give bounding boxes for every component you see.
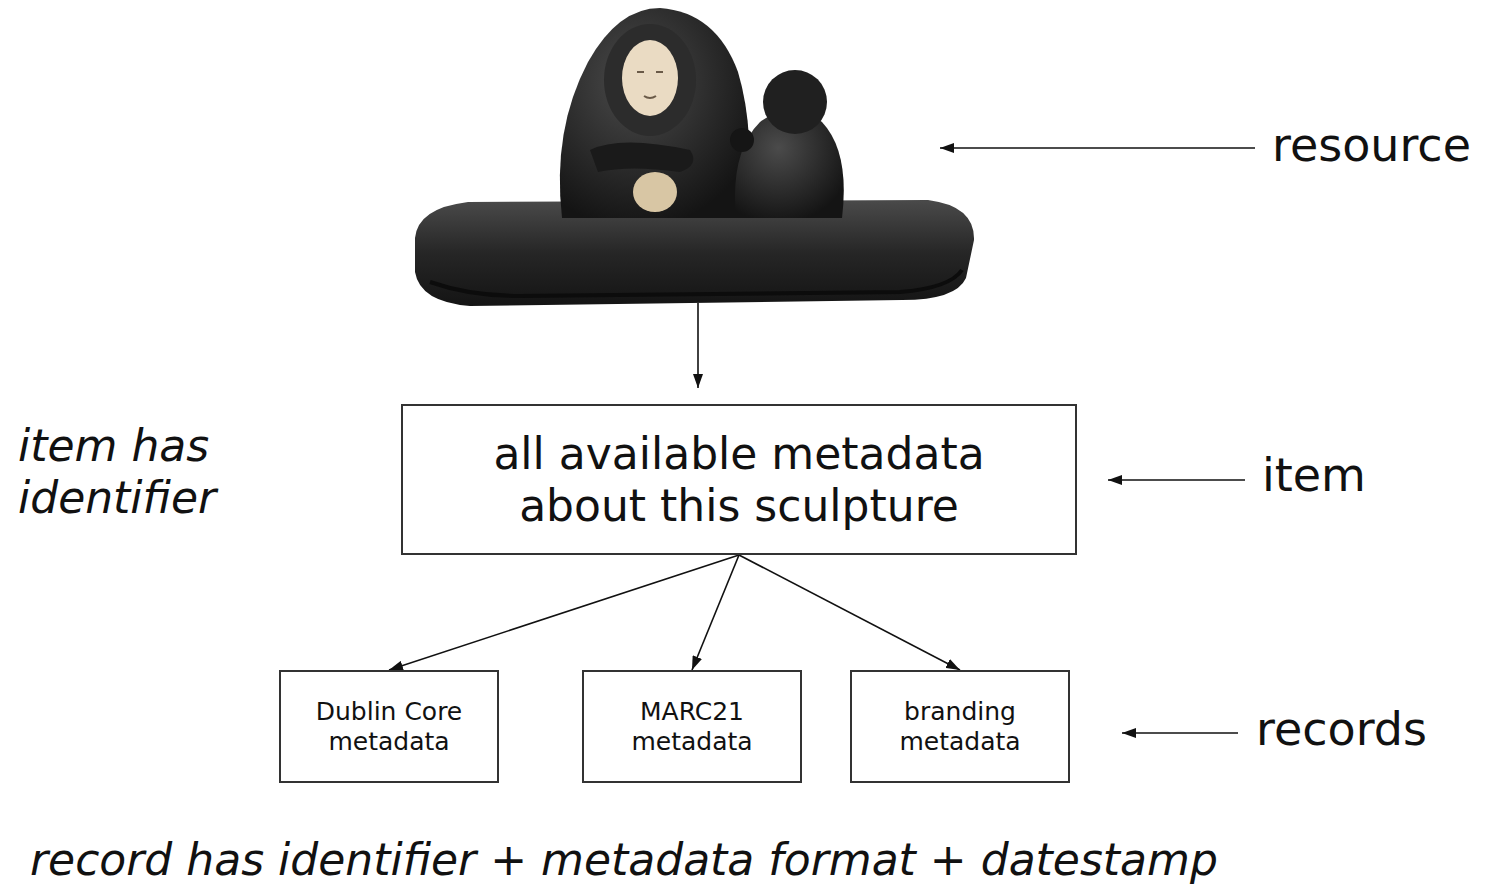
sculpture-small-head <box>763 70 827 134</box>
resource-to-item-arrow <box>697 303 699 388</box>
sculpture-illustration <box>415 8 974 306</box>
node-text: all available metadata about this sculpt… <box>429 428 1049 532</box>
sculpture-arm <box>590 143 693 173</box>
connector-arrow <box>389 555 739 670</box>
resource-leader <box>940 147 1255 149</box>
record-box: MARC21 metadata <box>582 670 802 783</box>
sculpture-hood <box>604 24 696 136</box>
record-box: branding metadata <box>850 670 1070 783</box>
item-box: all available metadata about this sculpt… <box>401 404 1077 555</box>
sculpture-base-edge <box>430 270 962 296</box>
node-text: MARC21 metadata <box>602 697 782 756</box>
connector-arrow <box>692 555 739 670</box>
callout-label: resource <box>1272 118 1471 172</box>
node-text: Dublin Core metadata <box>299 697 479 756</box>
node-text: branding metadata <box>870 697 1050 756</box>
note-label: record has identifier + metadata format … <box>30 834 1218 886</box>
sculpture-face <box>622 40 678 116</box>
callout-label: records <box>1256 702 1427 756</box>
callout-label: item <box>1262 448 1366 502</box>
sculpture-large-figure <box>560 8 750 218</box>
note-label: item has identifier <box>18 420 298 524</box>
records-leader <box>1122 732 1238 734</box>
sculpture-ball <box>633 172 677 212</box>
record-box: Dublin Core metadata <box>279 670 499 783</box>
item-leader <box>1108 479 1245 481</box>
sculpture-eyes <box>637 72 663 98</box>
sculpture-small-hand <box>730 128 754 152</box>
connector-arrow <box>739 555 960 670</box>
